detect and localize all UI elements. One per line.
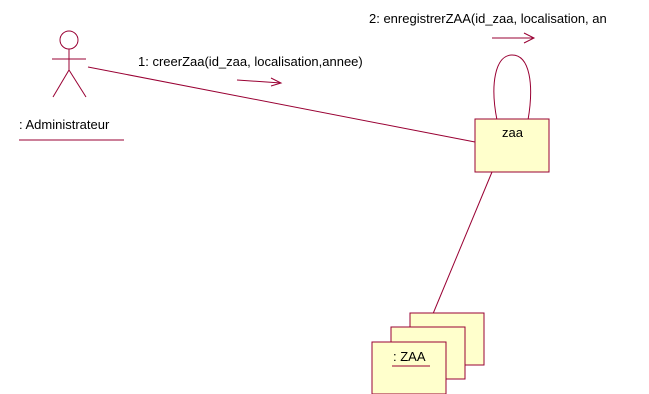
actor-label: : Administrateur [19, 117, 110, 132]
message-1-label: 1: creerZaa(id_zaa, localisation,annee) [138, 54, 363, 69]
message-arrow-icon [492, 32, 536, 44]
message-arrow-icon [236, 77, 283, 87]
self-link-zaa [493, 54, 532, 121]
object-zaa-label: zaa [502, 125, 524, 140]
multiobject-label: : ZAA [393, 349, 426, 364]
object-zaa[interactable]: zaa [474, 118, 550, 173]
link-actor-zaa [87, 66, 476, 143]
actor-administrateur[interactable]: : Administrateur [19, 30, 124, 141]
stick-figure-icon [52, 30, 87, 98]
message-2-label: 2: enregistrerZAA(id_zaa, localisation, … [369, 11, 607, 26]
multiobject-zaa[interactable]: : ZAA [371, 312, 485, 394]
